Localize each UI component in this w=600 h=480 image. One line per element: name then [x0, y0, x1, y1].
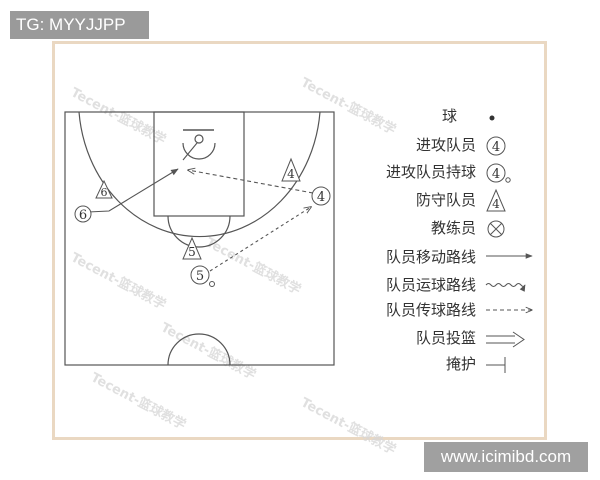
three-point-arc [78, 111, 321, 238]
legend-ball-icon [489, 115, 495, 121]
watermark-3: Tecent-篮球教学 [203, 234, 304, 298]
defense-player-4: 4 [281, 157, 301, 182]
legend-label-offense: 进攻队员 [416, 136, 476, 154]
legend-defense-number: 4 [492, 197, 500, 211]
half-court [64, 111, 335, 366]
defense-player-6: 6 [95, 179, 113, 199]
legend-offense-with-ball-icon [486, 163, 506, 183]
legend-shot-icon [486, 331, 525, 348]
ball-icon [209, 281, 215, 287]
legend-label-dribble: 队员运球路线 [386, 276, 476, 294]
legend-offense-player-icon [486, 136, 506, 156]
watermark-5: Tecent-篮球教学 [158, 319, 259, 383]
legend-label-pass: 队员传球路线 [386, 301, 476, 319]
shot-path [182, 142, 198, 161]
offense-player-6: 6 [74, 205, 92, 223]
defense-player-5-number: 5 [188, 245, 196, 259]
legend: 球 进攻队员 4 进攻队员持球 4 防守队员 4 教练员 队员移动路线 队员运球… [386, 107, 533, 373]
watermarks: Tecent-篮球教学 Tecent-篮球教学 Tecent-篮球教学 Tece… [68, 74, 399, 458]
top-tag: TG: MYYJJPP [10, 11, 149, 39]
offense-player-4: 4 [311, 186, 331, 206]
watermark-4: Tecent-篮球教学 [68, 249, 169, 313]
defense-player-6-number: 6 [101, 186, 108, 199]
play-actions [87, 142, 314, 272]
key-lane [153, 111, 245, 217]
players: 6 6 4 4 5 5 [74, 157, 331, 287]
legend-offense-number: 4 [492, 140, 500, 155]
cut-path-6 [87, 168, 179, 213]
legend-label-screen: 掩护 [446, 355, 476, 373]
legend-label-shot: 队员投篮 [416, 329, 476, 347]
pass-path-4-to-6 [188, 170, 314, 194]
restricted-arc [182, 142, 216, 160]
legend-label-offense-ball: 进攻队员持球 [386, 163, 476, 181]
legend-defense-player-icon [486, 188, 506, 212]
offense-player-5-with-ball: 5 [190, 265, 215, 287]
diagram-frame [52, 41, 547, 440]
legend-ball-small-icon [505, 177, 511, 183]
court-boundary [64, 111, 335, 366]
legend-label-coach: 教练员 [431, 219, 476, 237]
legend-coach-icon [487, 220, 505, 238]
defense-player-5: 5 [182, 236, 202, 260]
center-circle-arc [167, 333, 231, 366]
defense-player-4-number: 4 [287, 167, 295, 181]
offense-player-5-number: 5 [196, 269, 204, 284]
free-throw-arc [167, 215, 231, 248]
watermark-6: Tecent-篮球教学 [298, 394, 399, 458]
legend-label-ball: 球 [442, 107, 457, 125]
legend-label-defense: 防守队员 [416, 191, 476, 209]
basket-rim [194, 134, 204, 144]
legend-dribble-path-icon [485, 283, 526, 292]
legend-offense-ball-number: 4 [492, 167, 500, 182]
watermark-2: Tecent-篮球教学 [298, 74, 399, 138]
pass-path-5-to-4 [209, 207, 311, 272]
legend-label-move: 队员移动路线 [386, 248, 476, 266]
offense-player-4-number: 4 [317, 190, 325, 205]
offense-player-6-number: 6 [79, 208, 87, 223]
watermark-7: Tecent-篮球教学 [88, 369, 189, 433]
source-url[interactable]: www.icimibd.com [424, 442, 588, 472]
legend-screen-icon [486, 357, 506, 373]
